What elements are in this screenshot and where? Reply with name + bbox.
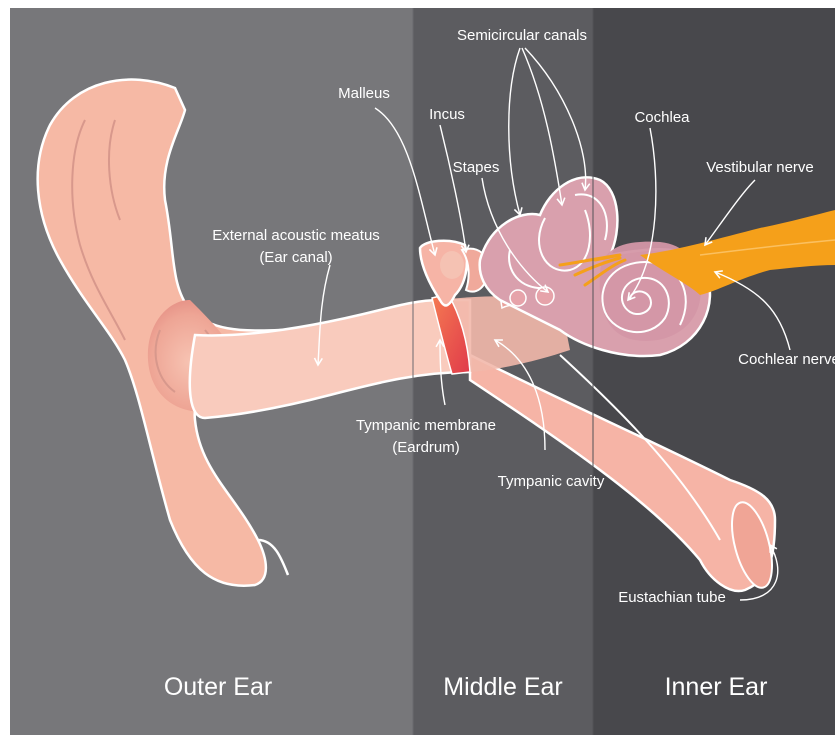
label-semicircular-canals: Semicircular canals [457, 27, 587, 44]
label-cochlea: Cochlea [634, 109, 690, 126]
label-stapes: Stapes [453, 159, 500, 176]
label-eustachian-tube: Eustachian tube [618, 589, 726, 606]
label-incus: Incus [429, 106, 465, 123]
region-label-middle-ear: Middle Ear [443, 673, 563, 701]
label-external-meatus: External acoustic meatus [212, 227, 380, 244]
label-eardrum: (Eardrum) [392, 439, 460, 456]
label-cochlear-nerve: Cochlear nerve [738, 351, 835, 368]
label-tympanic-cavity: Tympanic cavity [498, 473, 605, 490]
region-label-inner-ear: Inner Ear [665, 673, 768, 701]
region-label-outer-ear: Outer Ear [164, 673, 272, 701]
label-tympanic-membrane: Tympanic membrane [356, 417, 496, 434]
label-malleus: Malleus [338, 85, 390, 102]
malleus-head [440, 251, 464, 279]
inner-ear-region [593, 8, 835, 735]
oval-window [510, 290, 526, 306]
label-vestibular-nerve: Vestibular nerve [706, 159, 814, 176]
label-ear-canal: (Ear canal) [259, 249, 332, 266]
